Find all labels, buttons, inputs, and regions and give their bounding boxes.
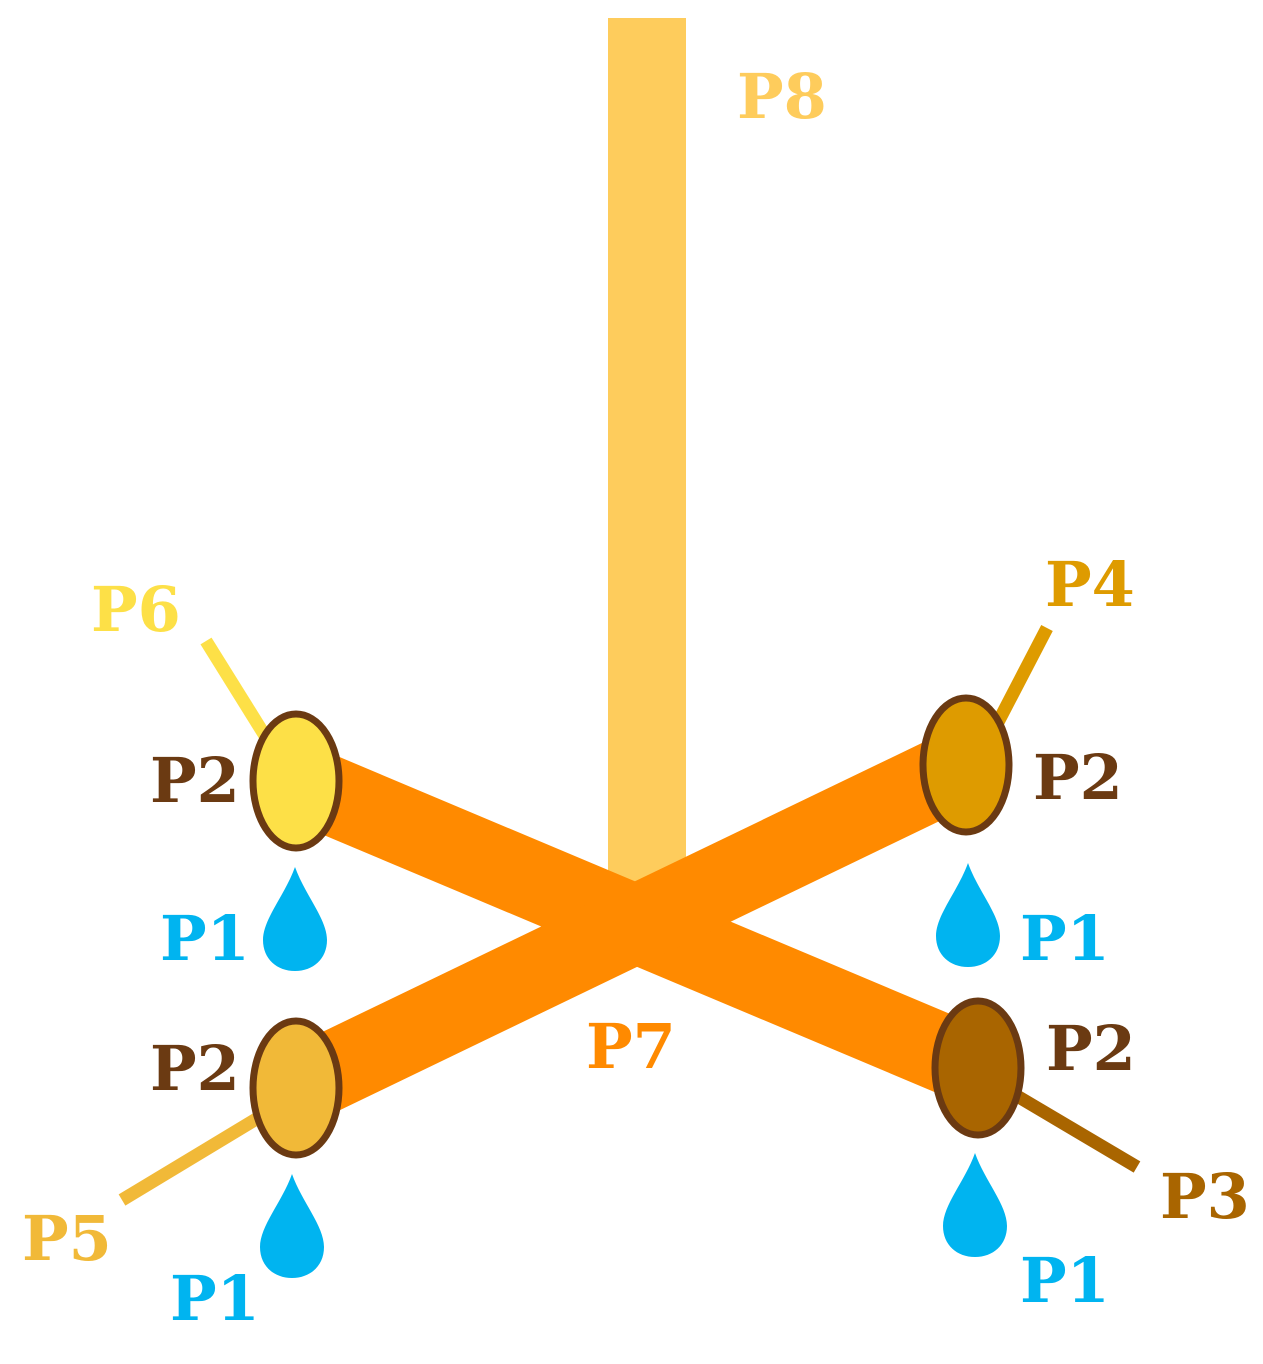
tip-bottom-left: [249, 1017, 343, 1159]
label-p6: P6: [91, 573, 181, 646]
label-p2-top-right: P2: [1033, 741, 1123, 814]
water-drop-icon: [943, 1153, 1007, 1257]
water-drop-icon: [263, 867, 327, 971]
tip-bottom-right: [931, 997, 1025, 1139]
water-drop-icon: [936, 863, 1000, 967]
label-p1-top-left: P1: [160, 902, 250, 975]
tip-top-left: [249, 710, 343, 852]
arm-bottom-left-to-top-right: [279, 729, 983, 1124]
label-p5: P5: [22, 1202, 112, 1275]
line-p6: [200, 637, 278, 751]
label-p3: P3: [1160, 1160, 1250, 1233]
tip-top-right: [919, 694, 1013, 836]
label-p2-bottom-left: P2: [150, 1032, 240, 1105]
water-drop-icon: [260, 1174, 324, 1278]
label-p1-bottom-left: P1: [170, 1262, 260, 1335]
label-p8: P8: [737, 60, 827, 133]
label-p4: P4: [1045, 548, 1135, 621]
line-p4: [989, 625, 1053, 731]
label-p1-bottom-right: P1: [1020, 1244, 1110, 1317]
line-p3: [1008, 1087, 1141, 1173]
label-p2-bottom-right: P2: [1046, 1012, 1136, 1085]
label-p1-top-right: P1: [1020, 902, 1110, 975]
label-p2-top-left: P2: [150, 744, 240, 817]
label-p7: P7: [586, 1010, 676, 1083]
shaft-p8: [608, 18, 686, 898]
line-p5: [118, 1112, 262, 1206]
